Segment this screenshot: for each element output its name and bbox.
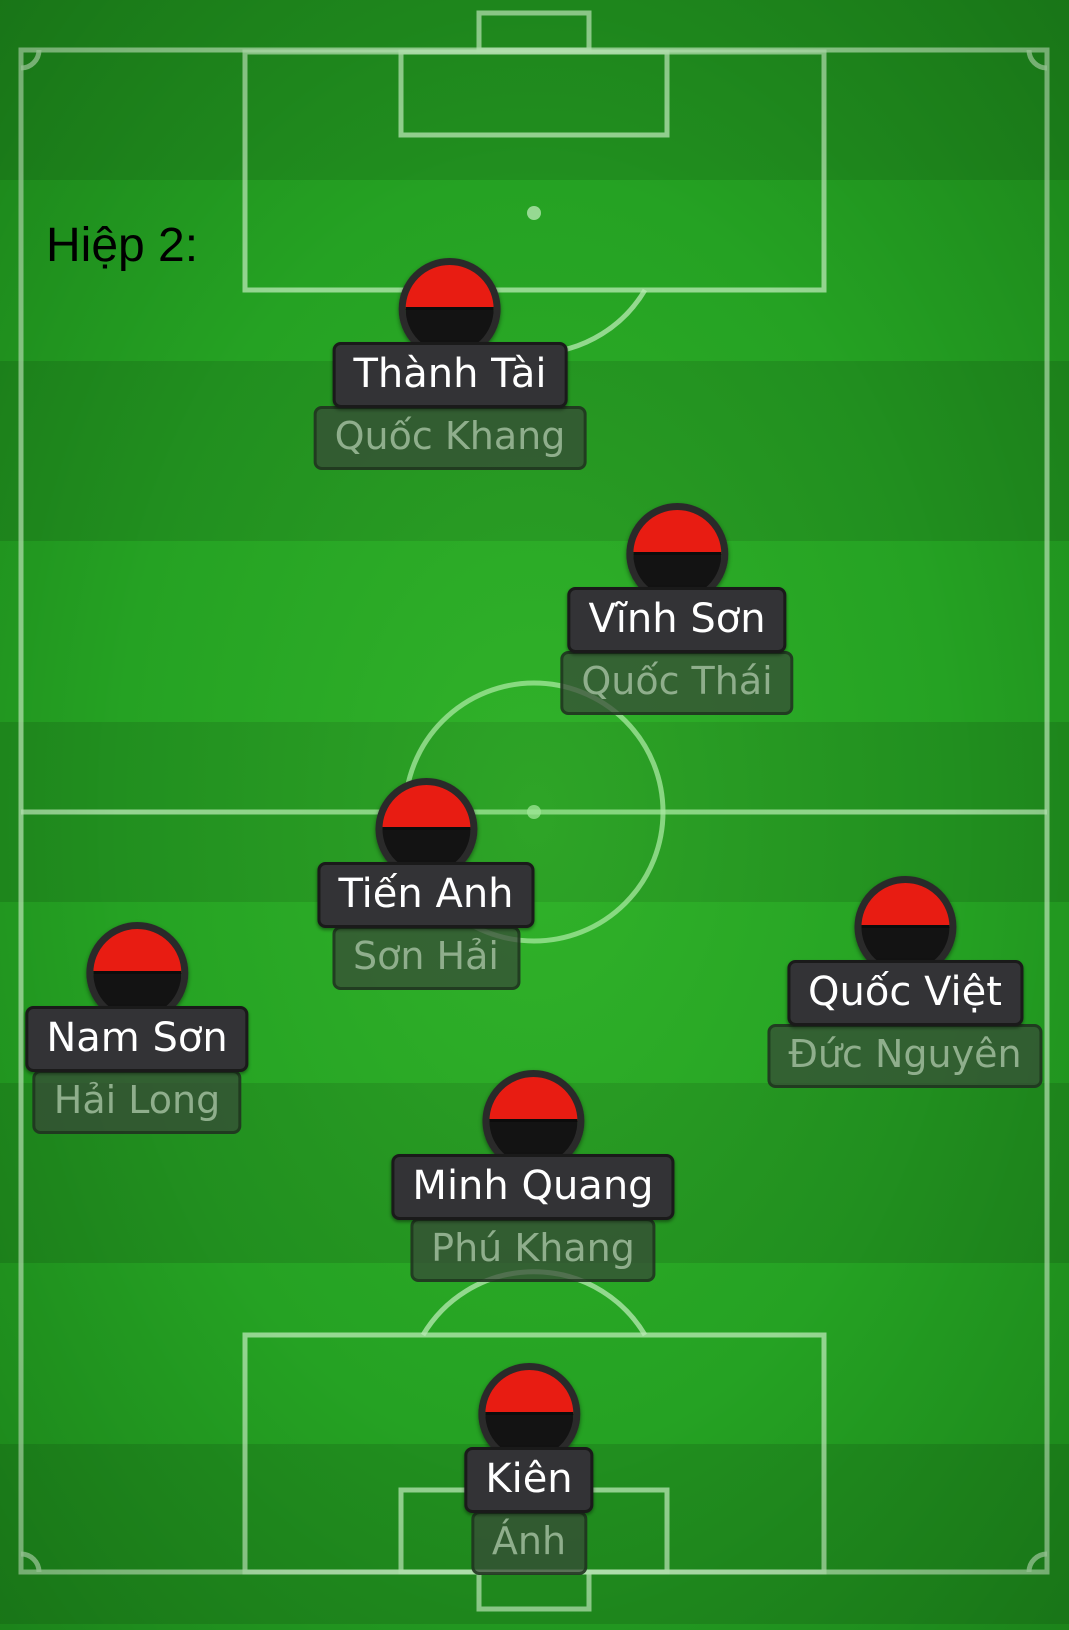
player-name: Quốc Việt — [787, 960, 1023, 1026]
player-name: Kiên — [464, 1447, 594, 1513]
player-name: Thành Tài — [332, 342, 568, 408]
player-name: Tiến Anh — [317, 862, 535, 928]
substitute-name: Quốc Thái — [560, 651, 794, 715]
player-name: Nam Sơn — [25, 1006, 249, 1072]
player-name: Minh Quang — [391, 1154, 675, 1220]
substitute-name: Sơn Hải — [332, 926, 520, 990]
substitute-name: Ánh — [470, 1511, 588, 1575]
player-card[interactable]: Nam Sơn Hải Long — [25, 922, 249, 1134]
substitute-name: Quốc Khang — [313, 406, 587, 470]
player-card[interactable]: Tiến Anh Sơn Hải — [317, 778, 535, 990]
player-name: Vĩnh Sơn — [567, 587, 787, 653]
player-card[interactable]: Vĩnh Sơn Quốc Thái — [560, 503, 794, 715]
player-card[interactable]: Minh Quang Phú Khang — [391, 1070, 675, 1282]
substitute-name: Hải Long — [32, 1070, 242, 1134]
player-card[interactable]: Thành Tài Quốc Khang — [313, 258, 587, 470]
substitute-name: Phú Khang — [410, 1218, 656, 1282]
player-card[interactable]: Kiên Ánh — [464, 1363, 594, 1575]
substitute-name: Đức Nguyên — [767, 1024, 1043, 1088]
player-card[interactable]: Quốc Việt Đức Nguyên — [767, 876, 1043, 1088]
half-label: Hiệp 2: — [46, 219, 199, 272]
